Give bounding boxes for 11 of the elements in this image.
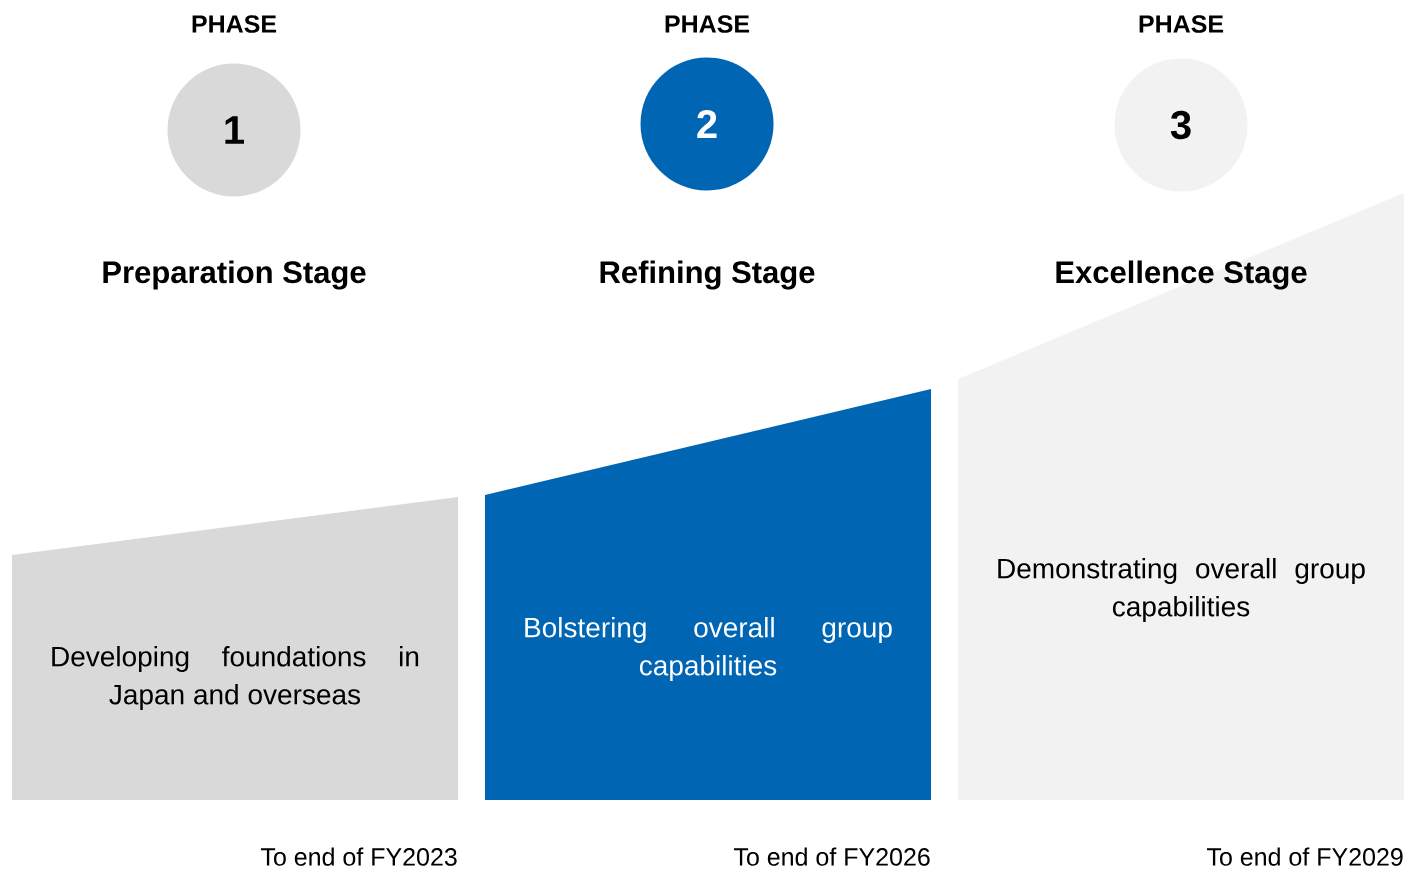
phase-heading: PHASE xyxy=(665,15,750,33)
stage-title: Excellence Stage xyxy=(1056,260,1307,290)
stage-panel: Bolstering overall group capabilities xyxy=(485,389,931,800)
stage-title: Refining Stage xyxy=(600,260,815,290)
stage-panel: Developing foundations in Japan and overseas xyxy=(12,497,458,800)
end-date: To end of FY2026 xyxy=(734,847,930,866)
phase-heading: PHASE xyxy=(192,15,277,33)
stage-title: Preparation Stage xyxy=(103,260,366,290)
end-date: To end of FY2029 xyxy=(1207,847,1403,866)
end-date: To end of FY2023 xyxy=(261,847,457,866)
phase-heading: PHASE xyxy=(1139,15,1224,33)
